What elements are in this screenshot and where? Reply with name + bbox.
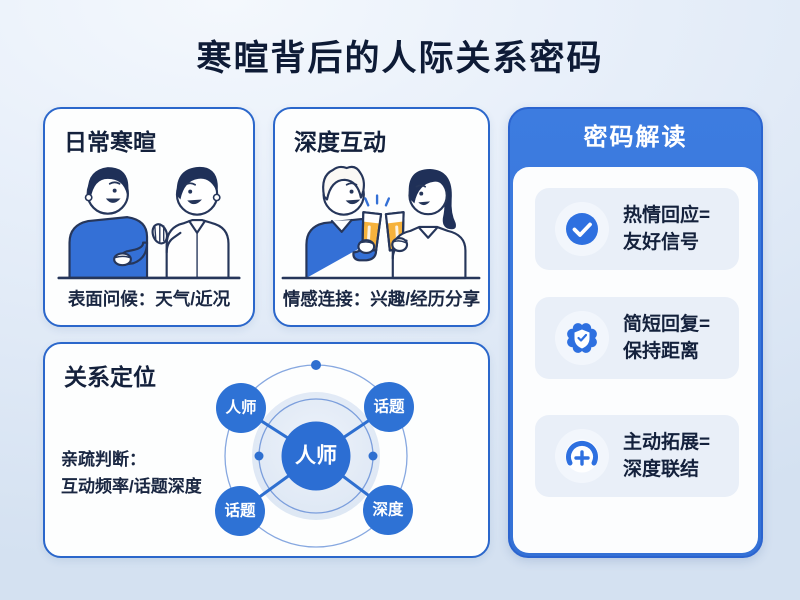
relation-note-line1: 亲疏判断：	[61, 450, 146, 469]
panel-item-active-expand: 主动拓展= 深度联结	[535, 415, 739, 497]
satellite-label-2: 话题	[224, 502, 256, 520]
badge-check-icon	[567, 323, 597, 353]
card-daily-caption: 表面问候：天气/近况	[67, 289, 231, 309]
relation-note: 亲疏判断： 互动频率/话题深度	[61, 446, 202, 500]
card-daily-title: 日常寒暄	[64, 129, 156, 155]
two-men-chatting-illustration	[57, 166, 241, 280]
item-line1: 简短回复=	[623, 314, 711, 335]
item-line1: 主动拓展=	[623, 432, 711, 453]
panel-body: 热情回应= 友好信号 简短回复= 保持距离	[513, 167, 758, 553]
panel-item-short-reply: 简短回复= 保持距离	[535, 297, 739, 379]
item-text: 主动拓展= 深度联结	[623, 429, 710, 483]
panel-item-warm-response: 热情回应= 友好信号	[535, 188, 739, 270]
panel-header: 密码解读	[583, 124, 688, 151]
card-deep-caption: 情感连接：兴趣/经历分享	[282, 289, 481, 309]
icon-halo	[555, 202, 609, 256]
relationship-diagram: 人师 话题 话题 深度 人师	[215, 360, 414, 548]
card-deep-interaction: 深度互动	[273, 107, 490, 327]
diagram-center-node: 人师	[281, 421, 351, 491]
item-line2: 深度联结	[623, 459, 700, 480]
diagram-satellites: 人师 话题 话题 深度	[215, 382, 414, 536]
diagram-ring-dots	[254, 360, 378, 461]
card-relationship-positioning: 关系定位 亲疏判断： 互动频率/话题深度	[43, 342, 490, 558]
relation-note-line2: 互动频率/话题深度	[61, 477, 202, 496]
card-daily-greeting: 日常寒暄	[43, 107, 255, 327]
icon-halo	[555, 429, 609, 483]
item-text: 热情回应= 友好信号	[623, 202, 710, 256]
icon-halo	[555, 311, 609, 365]
item-line2: 友好信号	[623, 232, 700, 253]
item-line2: 保持距离	[623, 341, 700, 362]
expand-plus-icon	[565, 439, 599, 473]
center-node-label: 人师	[295, 445, 337, 468]
man-woman-toasting-beer-illustration	[281, 165, 481, 280]
satellite-label-1: 话题	[373, 398, 405, 416]
item-line1: 热情回应=	[623, 205, 711, 226]
check-circle-icon	[566, 213, 598, 245]
page-title: 寒暄背后的人际关系密码	[196, 39, 604, 78]
satellite-label-3: 深度	[372, 500, 404, 519]
item-text: 简短回复= 保持距离	[623, 311, 710, 365]
panel-code-interpretation: 密码解读 热情回应= 友好信号	[508, 107, 763, 558]
card-relation-title: 关系定位	[64, 364, 156, 390]
satellite-label-0: 人师	[225, 398, 256, 417]
card-deep-title: 深度互动	[294, 129, 386, 155]
